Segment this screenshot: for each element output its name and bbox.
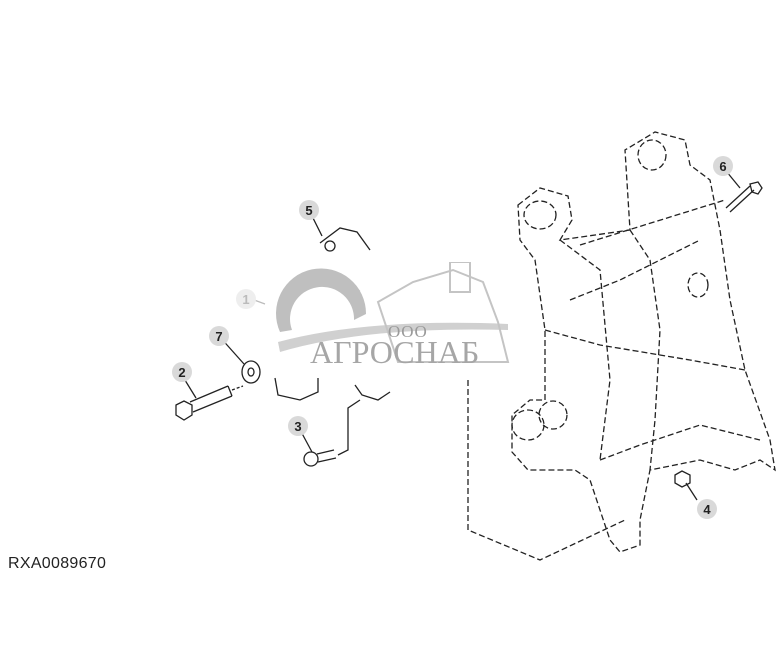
figure-id-label: RXA0089670 xyxy=(8,555,107,572)
gear-combine-logo-icon xyxy=(276,261,510,363)
callout-1: 1 xyxy=(236,289,256,309)
watermark-logo xyxy=(268,261,518,382)
watermark-prefix: ООО xyxy=(388,322,428,341)
callout-5: 5 xyxy=(299,200,319,220)
callout-7: 7 xyxy=(209,326,229,346)
callout-2: 2 xyxy=(172,362,192,382)
callout-6: 6 xyxy=(713,156,733,176)
watermark-company-name: АГРОСНАБ xyxy=(310,334,480,370)
callout-3: 3 xyxy=(288,416,308,436)
callout-4: 4 xyxy=(697,499,717,519)
